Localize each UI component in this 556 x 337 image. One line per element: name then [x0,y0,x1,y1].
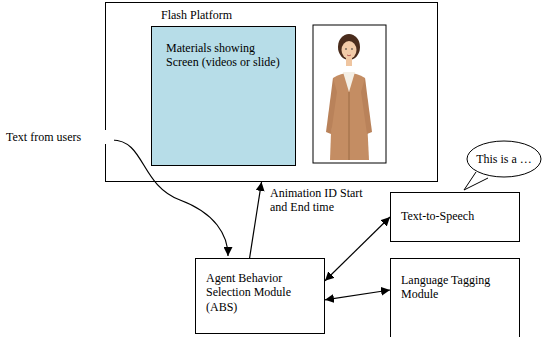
input-label: Text from users [4,130,114,144]
platform-title: Flash Platform [161,8,429,22]
connector-arrow [325,290,390,300]
process-box: Language Tagging Module [390,258,520,337]
connector-arrow [325,217,390,281]
edge-label: Animation ID Start and End time [268,186,384,215]
box-text: Text-to-Speech [401,209,511,223]
agent-frame [313,25,386,163]
connector-arrow [250,182,262,258]
process-box: Agent Behavior Selection Module (ABS) [195,258,325,334]
process-box: Text-to-Speech [390,192,520,242]
box-text: Materials showing Screen (videos or slid… [166,41,285,70]
platform-box: Flash PlatformMaterials showing Screen (… [105,2,438,182]
box-text: Agent Behavior Selection Module (ABS) [206,271,316,314]
box-text: Language Tagging Module [401,273,511,302]
box-text: This is a … [476,152,532,166]
materials-screen: Materials showing Screen (videos or slid… [151,26,296,166]
agent-figure [326,34,372,160]
speech-bubble: This is a … [466,140,542,178]
